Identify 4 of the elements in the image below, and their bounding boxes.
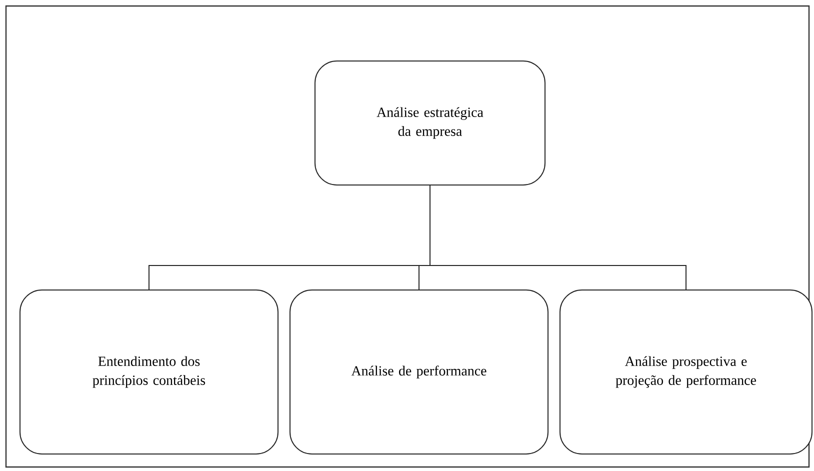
process-box: Análise estratégica da empresa xyxy=(314,60,546,186)
process-box: Análise prospectiva e projeção de performance xyxy=(560,290,812,454)
process-box: Entendimento dos princípios contábeis xyxy=(20,290,278,454)
process-box: Análise de performance xyxy=(290,290,548,454)
